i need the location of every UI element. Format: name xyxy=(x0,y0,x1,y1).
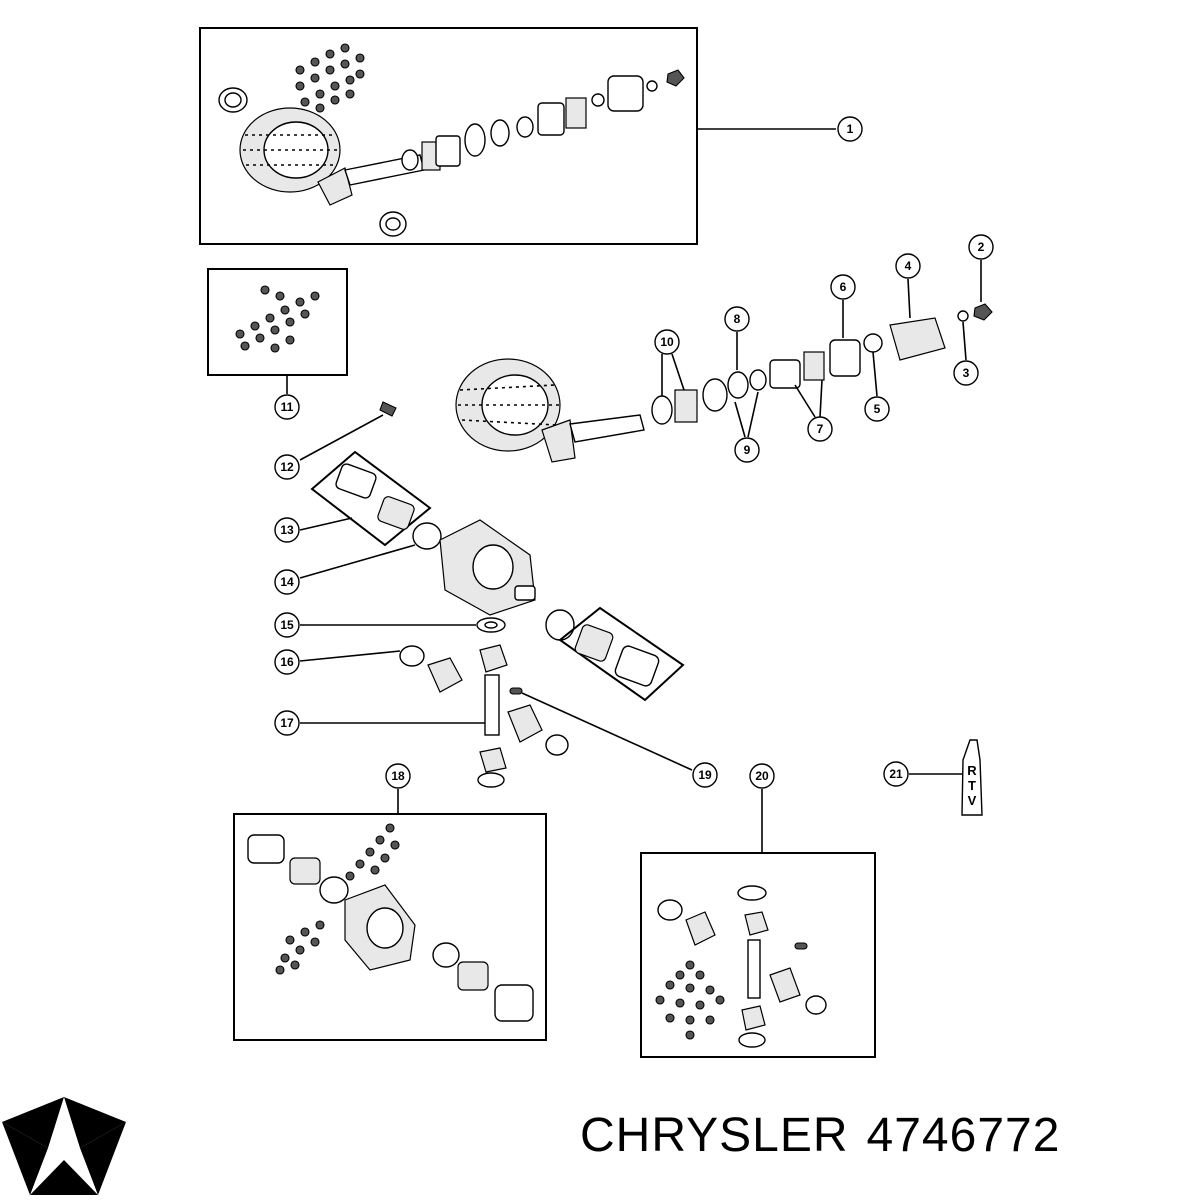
differential-case-drawing xyxy=(310,401,685,788)
svg-text:12: 12 xyxy=(280,460,294,474)
svg-text:5: 5 xyxy=(874,402,881,416)
svg-text:11: 11 xyxy=(281,400,294,414)
svg-text:R: R xyxy=(967,763,977,778)
callout-5: 5 xyxy=(864,351,890,422)
kit-box-differential-case xyxy=(233,813,547,1041)
callout-17: 17 xyxy=(274,710,485,736)
pinion-assembly-drawing xyxy=(455,303,993,463)
svg-text:10: 10 xyxy=(660,335,674,349)
svg-text:16: 16 xyxy=(280,655,294,669)
callout-6: 6 xyxy=(830,274,856,338)
svg-text:V: V xyxy=(968,793,977,808)
svg-text:8: 8 xyxy=(734,312,741,326)
callout-20: 20 xyxy=(749,763,775,852)
callout-21: 21 xyxy=(883,761,962,787)
callout-12: 12 xyxy=(274,414,384,480)
callout-9: 9 xyxy=(734,391,760,463)
svg-text:6: 6 xyxy=(840,280,847,294)
svg-text:17: 17 xyxy=(280,716,294,730)
callout-19: 19 xyxy=(521,692,718,788)
brand-part-number: CHRYSLER 4746772 xyxy=(580,1108,1190,1178)
svg-text:19: 19 xyxy=(698,768,712,782)
callout-1: 1 xyxy=(697,116,863,142)
svg-text:T: T xyxy=(968,778,976,793)
bolt-set-icon xyxy=(295,43,365,113)
callout-13: 13 xyxy=(274,517,353,543)
svg-text:1: 1 xyxy=(847,122,854,136)
callout-7: 7 xyxy=(794,379,833,442)
kit-box-bolts xyxy=(207,268,348,376)
svg-text:3: 3 xyxy=(963,366,970,380)
svg-text:14: 14 xyxy=(280,575,294,589)
svg-text:21: 21 xyxy=(889,767,903,781)
callout-15: 15 xyxy=(274,612,476,638)
kit-box-spider-gears xyxy=(640,852,876,1058)
callout-3: 3 xyxy=(953,321,979,386)
callout-8: 8 xyxy=(724,306,750,370)
svg-text:15: 15 xyxy=(280,618,294,632)
chrysler-pentastar-logo xyxy=(2,1097,126,1195)
svg-text:18: 18 xyxy=(391,769,405,783)
svg-text:9: 9 xyxy=(744,443,751,457)
svg-text:13: 13 xyxy=(280,523,294,537)
ring-gear-icon xyxy=(239,107,341,193)
callout-2: 2 xyxy=(968,234,994,302)
svg-text:4: 4 xyxy=(905,259,912,273)
callout-16: 16 xyxy=(274,649,401,675)
callout-11: 11 xyxy=(274,375,300,420)
part-number: 4746772 xyxy=(866,1109,1061,1162)
kit-box-ring-pinion xyxy=(199,27,698,245)
svg-text:2: 2 xyxy=(978,240,985,254)
callout-4: 4 xyxy=(895,253,921,319)
svg-text:7: 7 xyxy=(817,422,824,436)
callout-18: 18 xyxy=(385,763,411,814)
rtv-sealant-tube-icon: R T V xyxy=(961,739,983,816)
callout-14: 14 xyxy=(274,544,416,595)
brand-name: CHRYSLER xyxy=(580,1109,849,1162)
svg-text:20: 20 xyxy=(755,769,769,783)
callout-10: 10 xyxy=(654,329,685,396)
bearing-shim-row-icon xyxy=(401,69,685,171)
